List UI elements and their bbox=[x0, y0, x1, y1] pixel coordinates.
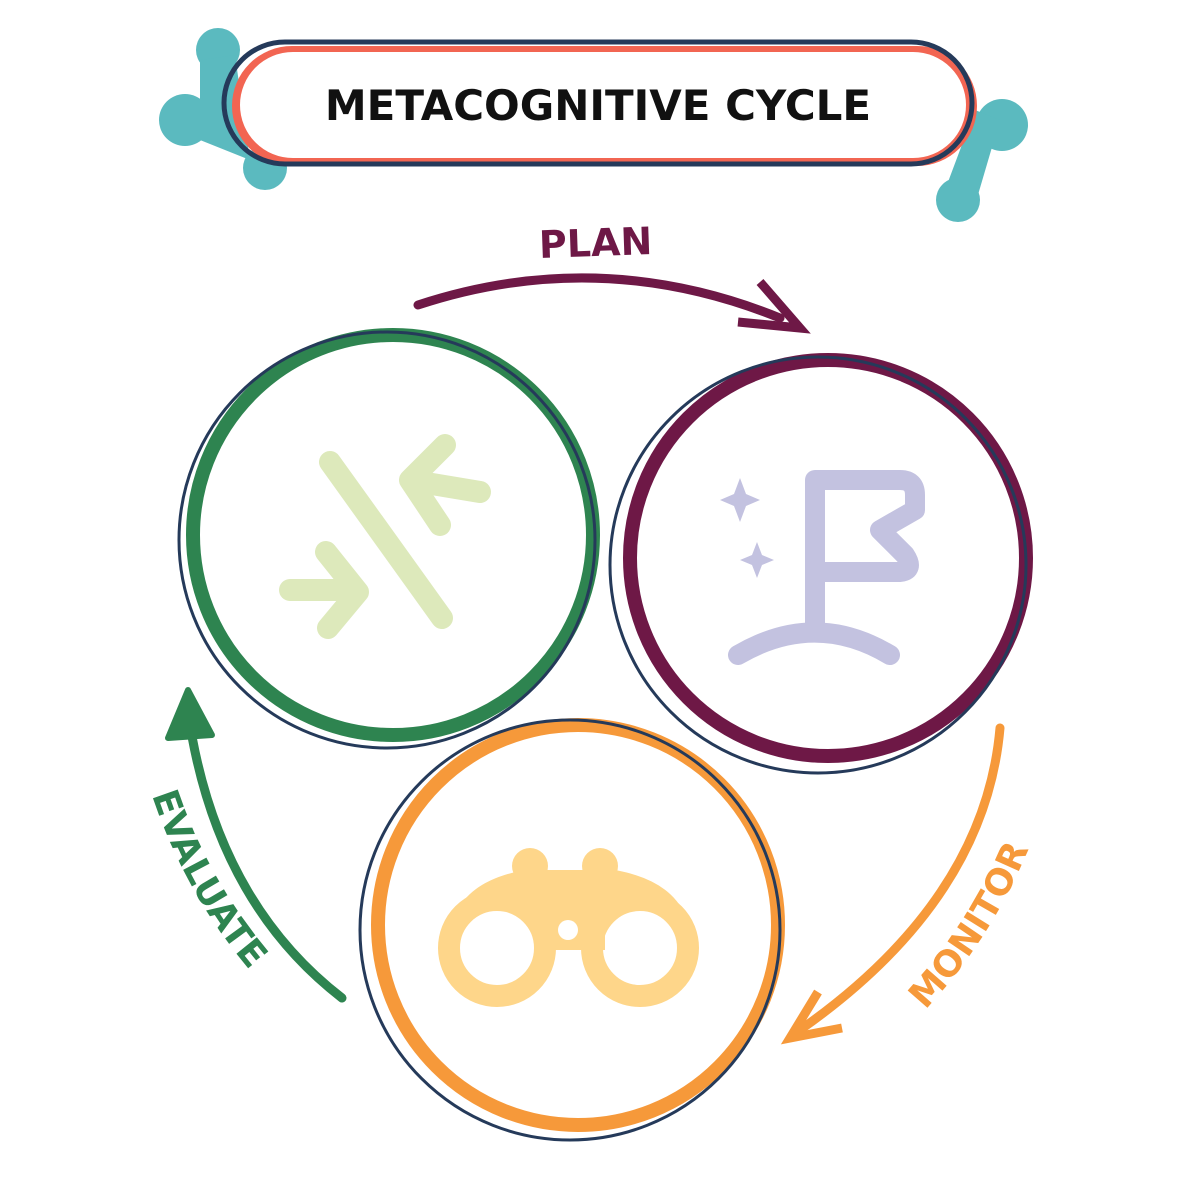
flag-icon bbox=[728, 470, 925, 665]
evaluate-arrow bbox=[165, 687, 347, 1003]
title-banner: METACOGNITIVE CYCLE bbox=[221, 39, 977, 167]
sparkle-icon bbox=[720, 478, 774, 578]
evaluate-circle bbox=[177, 328, 600, 750]
monitor-label: MONITOR bbox=[901, 836, 1037, 1017]
converge-arrows-icon bbox=[279, 434, 491, 639]
plan-circle bbox=[608, 353, 1033, 775]
title-text: METACOGNITIVE CYCLE bbox=[325, 81, 871, 130]
monitor-arrow bbox=[780, 723, 1005, 1045]
plan-label: PLAN bbox=[538, 219, 653, 267]
plan-arrow bbox=[413, 273, 811, 334]
monitor-circle bbox=[358, 718, 785, 1142]
binoculars-icon bbox=[438, 848, 699, 1007]
